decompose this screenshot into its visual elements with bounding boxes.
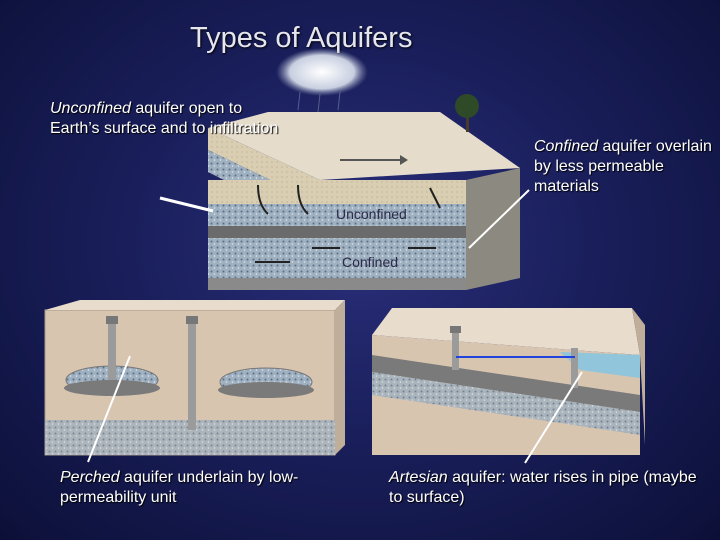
artesian-confining-layer xyxy=(372,355,640,412)
slide-title: Types of Aquifers xyxy=(190,22,413,54)
well-pipe xyxy=(571,348,578,388)
caption-perched: Perched aquifer underlain by low-permeab… xyxy=(60,468,360,508)
caption-text: aquifer overlain by less permeable mater… xyxy=(534,138,712,195)
infiltration-arrow xyxy=(257,184,269,215)
cloud-icon xyxy=(276,48,368,113)
ground-surface xyxy=(208,112,520,180)
artesian-aquifer-layer xyxy=(372,372,640,435)
caption-text: aquifer underlain by low-permeability un… xyxy=(60,469,299,506)
caption-text: aquifer open to Earth’s surface and to i… xyxy=(50,100,279,137)
caption-artesian: Artesian aquifer: water rises in pipe (m… xyxy=(389,468,709,508)
main-aquifer-block: Unconfined Confined xyxy=(208,48,520,290)
pointer-line-artesian xyxy=(524,371,583,464)
caption-term: Perched xyxy=(60,469,120,486)
artesian-aquifer-block xyxy=(372,308,645,455)
pointer-line-unconfined xyxy=(159,196,214,213)
artesian-water xyxy=(560,352,640,378)
caption-term: Unconfined xyxy=(50,100,131,117)
tree-icon xyxy=(455,94,479,132)
caption-unconfined: Unconfined aquifer open to Earth’s surfa… xyxy=(50,99,280,139)
confined-block-label: Confined xyxy=(342,254,398,270)
caption-confined: Confined aquifer overlain by less permea… xyxy=(534,137,714,197)
confined-aquifer-front xyxy=(208,238,466,278)
base-layer xyxy=(208,278,466,290)
block-right-side xyxy=(466,168,520,290)
confining-layer xyxy=(208,226,466,238)
caption-term: Confined xyxy=(534,138,599,155)
well-pipe xyxy=(452,330,459,370)
caption-term: Artesian xyxy=(389,469,448,486)
well-pipe xyxy=(108,320,116,380)
perched-aquifer-block xyxy=(44,300,345,456)
pointer-line-perched xyxy=(87,355,131,463)
unconfined-aquifer-front xyxy=(208,204,466,226)
unconfined-block-label: Unconfined xyxy=(336,206,407,222)
infiltration-arrow xyxy=(429,187,441,209)
well-pipe xyxy=(188,320,196,430)
infiltration-arrow xyxy=(297,184,309,215)
caption-text: aquifer: water rises in pipe (maybe to s… xyxy=(389,469,697,506)
pointer-line-confined xyxy=(468,189,530,249)
